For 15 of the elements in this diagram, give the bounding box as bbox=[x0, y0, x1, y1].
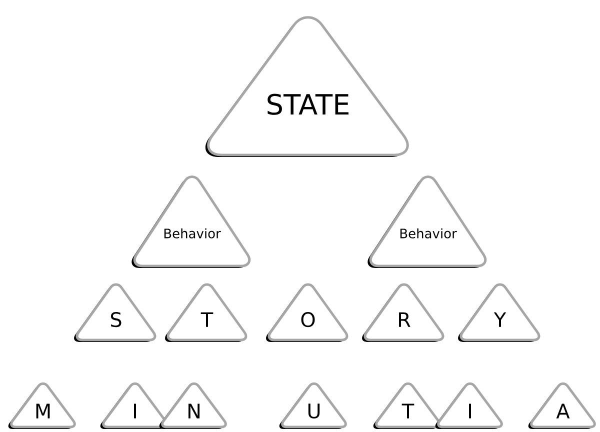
triangle-node: S bbox=[74, 283, 156, 342]
triangle-node: STATE bbox=[205, 16, 409, 157]
triangle-node: T bbox=[165, 283, 248, 342]
triangle-node: I bbox=[100, 382, 168, 429]
triangle-node: T bbox=[373, 382, 441, 429]
triangle-node: Behavior bbox=[368, 176, 487, 268]
triangle-node: N bbox=[159, 382, 227, 429]
triangle-node: O bbox=[266, 283, 348, 342]
triangle-node: R bbox=[362, 283, 444, 342]
triangle-node: U bbox=[279, 382, 347, 429]
triangle-node: I bbox=[435, 382, 503, 429]
triangle-node: Y bbox=[458, 283, 540, 342]
triangle-node: M bbox=[8, 382, 76, 429]
triangle-node: Behavior bbox=[132, 176, 251, 268]
triangle-node: A bbox=[528, 382, 596, 429]
